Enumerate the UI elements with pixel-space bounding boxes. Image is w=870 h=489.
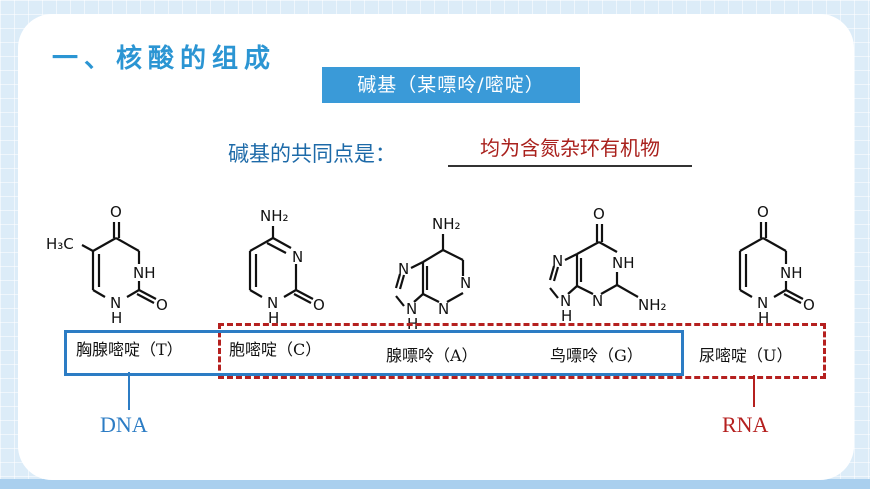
atom-nh2: NH₂	[638, 296, 667, 314]
slide-card: 一、核酸的组成 碱基（某嘌呤/嘧啶） 碱基的共同点是： 均为含氮杂环有机物 O …	[18, 14, 854, 480]
common-point-label: 碱基的共同点是：	[228, 142, 396, 166]
base-name-guanine: 鸟嘌呤（G）	[550, 346, 643, 365]
base-name-uracil: 尿嘧啶（U）	[699, 346, 793, 365]
atom-h: H	[111, 309, 122, 327]
atom-n: N	[406, 300, 417, 318]
cytosine-structure: NH₂ N O N H	[248, 207, 325, 327]
atom-nh2: NH₂	[260, 207, 289, 225]
atom-o: O	[593, 205, 605, 223]
atom-o: O	[110, 203, 122, 221]
atom-o: O	[757, 203, 769, 221]
atom-n: N	[438, 300, 449, 318]
thymine-structure: O NH O N H H₃C	[46, 203, 168, 327]
atom-nh: NH	[133, 264, 156, 282]
atom-n: N	[110, 294, 121, 312]
atom-o: O	[803, 296, 815, 314]
atom-h: H	[268, 309, 279, 327]
atom-nh2: NH₂	[432, 215, 461, 233]
atom-h3c: H₃C	[46, 235, 74, 253]
dna-bases-box	[64, 330, 684, 376]
dna-label: DNA	[100, 412, 148, 437]
base-name-thymine: 胸腺嘧啶（T）	[76, 340, 183, 359]
atom-n: N	[560, 292, 571, 310]
subtitle-box: 碱基（某嘌呤/嘧啶）	[322, 67, 580, 103]
atom-n: N	[267, 294, 278, 312]
atom-o: O	[313, 296, 325, 314]
common-point-answer: 均为含氮杂环有机物	[448, 132, 692, 167]
atom-n: N	[460, 274, 471, 292]
base-name-cytosine: 胞嘧啶（C）	[229, 340, 322, 359]
uracil-structure: O NH O N H	[738, 203, 815, 327]
rna-bases-box	[218, 323, 826, 379]
atom-n: N	[552, 252, 563, 270]
atom-n: N	[592, 292, 603, 310]
atom-nh: NH	[780, 264, 803, 282]
atom-n: N	[757, 294, 768, 312]
rna-label: RNA	[722, 412, 769, 437]
atom-h: H	[561, 307, 572, 325]
atom-h: H	[758, 309, 769, 327]
dna-connector-line	[128, 372, 130, 410]
atom-n: N	[398, 260, 409, 278]
slide-heading: 一、核酸的组成	[52, 44, 277, 74]
atom-nh: NH	[612, 254, 635, 272]
base-name-adenine: 腺嘌呤（A）	[386, 346, 478, 365]
atom-o: O	[156, 296, 168, 314]
rna-connector-line	[753, 375, 755, 407]
atom-n: N	[292, 248, 303, 266]
bottom-band	[0, 479, 870, 489]
adenine-structure: NH₂ N N N N H	[394, 215, 471, 333]
guanine-structure: O NH N NH₂ N N H	[548, 205, 667, 325]
